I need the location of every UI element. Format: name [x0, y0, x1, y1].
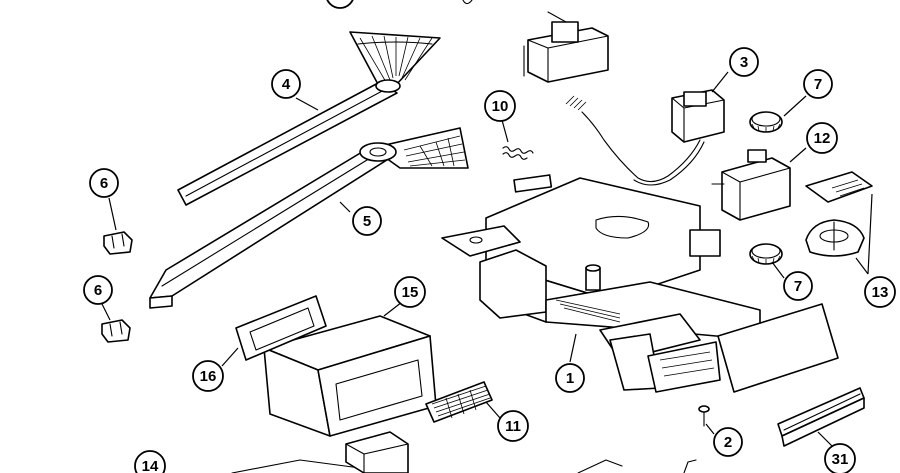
callout-number: 3 [740, 54, 748, 71]
callout-number: 6 [94, 282, 102, 299]
callout-circle [497, 410, 529, 442]
callout-number: 7 [794, 278, 802, 295]
callout-circle [89, 168, 119, 198]
part-4-upper-damper-arm [177, 31, 441, 206]
callout-number: 15 [402, 284, 419, 301]
part-13-knob-bracket [805, 219, 865, 257]
part-3-thermostat [565, 89, 725, 186]
callout-number: 16 [200, 368, 217, 385]
part-31-channel-strip [777, 387, 865, 447]
callout-circle [824, 443, 856, 473]
callout-c-1: 1 [555, 363, 585, 393]
part-15-duct [263, 315, 437, 437]
part-11-grille [425, 381, 493, 423]
part-10-spring [502, 146, 534, 160]
callout-circle [806, 122, 838, 154]
callout-circle [803, 69, 833, 99]
callout-c-3: 3 [729, 47, 759, 77]
part-6-lower-clip [101, 319, 131, 343]
callout-circle [352, 206, 382, 236]
callout-number: 11 [505, 418, 521, 435]
callout-circle [729, 47, 759, 77]
callout-c-6b: 6 [83, 275, 113, 305]
callout-number: 10 [492, 98, 509, 115]
callout-number: 13 [872, 284, 889, 301]
callout-number: 5 [363, 213, 371, 230]
callout-c-10: 10 [484, 90, 516, 122]
callout-c-7b: 7 [783, 271, 813, 301]
callout-number: 2 [724, 434, 732, 451]
callout-c-4: 4 [271, 69, 301, 99]
callout-number: 12 [814, 130, 831, 147]
callout-circle [484, 90, 516, 122]
callout-c-7a: 7 [803, 69, 833, 99]
callout-c-12: 12 [806, 122, 838, 154]
partial-callout-top-left [326, 0, 354, 9]
part-7-lower-knob [749, 243, 783, 265]
callout-c-11: 11 [497, 410, 529, 442]
callout-circle [555, 363, 585, 393]
callout-circle [864, 276, 896, 308]
part-2-screw [698, 405, 710, 427]
callout-circle [192, 360, 224, 392]
callout-number: 7 [814, 76, 822, 93]
callout-circle [134, 450, 166, 473]
leader-lines [101, 71, 873, 447]
callout-circle [83, 275, 113, 305]
part-6-upper-clip [103, 231, 133, 255]
callout-number: 14 [142, 458, 159, 473]
callout-c-31: 31 [824, 443, 856, 473]
callout-c-5: 5 [352, 206, 382, 236]
callout-circle [783, 271, 813, 301]
part-14-bottom-assembly [231, 431, 409, 473]
callout-number: 4 [282, 76, 291, 93]
callout-c-6a: 6 [89, 168, 119, 198]
part-bottom-fragment-b [683, 459, 697, 473]
callout-c-13: 13 [864, 276, 896, 308]
part-bottom-fragment-a [577, 459, 623, 473]
callout-c-16: 16 [192, 360, 224, 392]
part-7-upper-knob [749, 111, 783, 133]
callout-c-14: 14 [134, 450, 166, 473]
part-top-fragment [462, 0, 473, 5]
part-5-lower-damper-arm [149, 127, 469, 309]
callout-number: 31 [832, 451, 849, 468]
part-top-control-housing [523, 11, 609, 83]
part-1-main-housing [441, 174, 839, 393]
part-12-control-box [711, 149, 791, 221]
callout-c-15: 15 [394, 276, 426, 308]
callout-circle [713, 427, 743, 457]
callout-circle [271, 69, 301, 99]
callout-c-2: 2 [713, 427, 743, 457]
part-13-knob-plate [805, 171, 873, 203]
callout-circle [394, 276, 426, 308]
part-16-gasket-frame [235, 295, 327, 361]
callout-number: 1 [566, 370, 574, 387]
callout-number: 6 [100, 175, 108, 192]
